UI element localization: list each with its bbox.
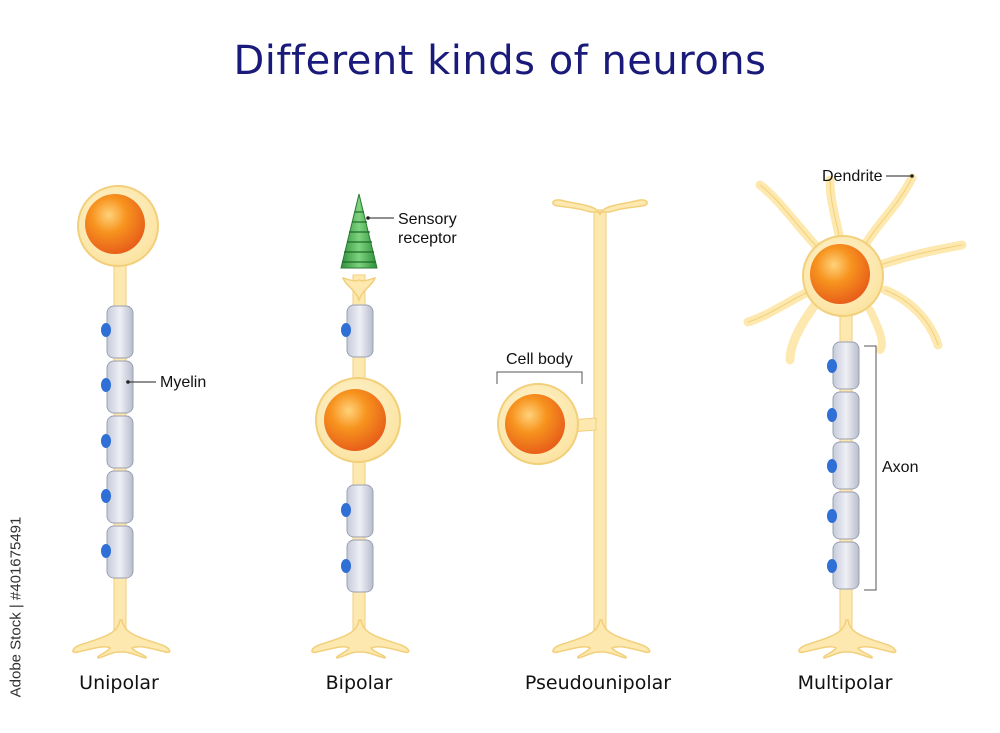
axon-bracket — [864, 345, 877, 591]
dendrite-label: Dendrite — [822, 168, 883, 185]
sensory-receptor — [340, 193, 378, 269]
pseudo-axon-terminal — [552, 619, 651, 659]
sensory-receptor-line2: receptor — [398, 230, 457, 247]
myelin-label: Myelin — [160, 374, 207, 391]
sensory-receptor-line1: Sensory — [398, 211, 457, 228]
unipolar-nucleus — [85, 194, 145, 254]
bipolar-axon-terminal — [311, 619, 410, 659]
cell-body-bracket — [496, 371, 583, 384]
multipolar-axon-terminal — [798, 619, 897, 659]
bipolar-nucleus — [324, 389, 386, 451]
page-title: Different kinds of neurons — [233, 38, 767, 84]
multipolar-neuron — [743, 173, 967, 659]
sensory-receptor-label: Sensory receptor — [398, 210, 457, 248]
multipolar-nucleus — [810, 244, 870, 304]
unipolar-myelin — [101, 305, 134, 579]
pseudo-nucleus — [505, 394, 565, 454]
pseudounipolar-neuron — [496, 199, 651, 659]
pseudo-top-branch — [552, 199, 648, 216]
cell-body-label: Cell body — [506, 351, 573, 368]
label-unipolar: Unipolar — [79, 672, 159, 694]
bipolar-dendrite-tip — [341, 276, 377, 303]
label-bipolar: Bipolar — [325, 672, 393, 694]
multipolar-myelin — [827, 341, 860, 590]
bipolar-neuron — [311, 193, 410, 659]
axon-label: Axon — [882, 459, 919, 476]
unipolar-neuron — [72, 185, 171, 659]
stock-id-text: Adobe Stock | #401675491 — [7, 516, 25, 698]
label-pseudounipolar: Pseudounipolar — [524, 672, 672, 694]
stock-watermark: Adobe Stock | #401675491 — [6, 497, 26, 717]
label-multipolar: Multipolar — [797, 672, 893, 694]
unipolar-axon-terminal — [72, 619, 171, 659]
